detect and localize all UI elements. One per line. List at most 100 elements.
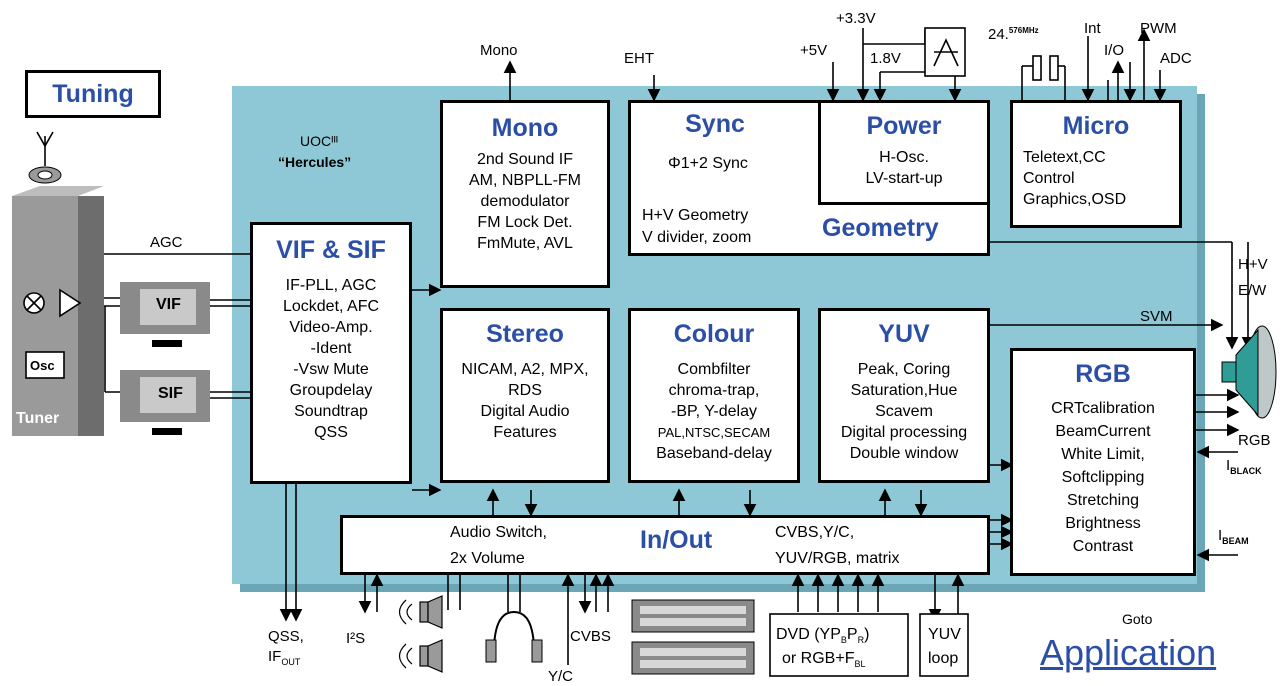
inout-block xyxy=(340,515,990,575)
mono-line: AM, NBPLL-FM xyxy=(468,172,581,189)
mono-line: demodulator xyxy=(480,193,570,210)
yuv-line: Scavem xyxy=(875,403,933,420)
scart-connectors-icon xyxy=(631,599,755,675)
supply-5v-label: +5V xyxy=(800,42,828,59)
vif-sif-line: Groupdelay xyxy=(289,382,373,399)
colour-line: Baseband-delay xyxy=(656,445,772,462)
sif-filter-chip xyxy=(120,370,210,435)
iblack-symbol: I xyxy=(1226,457,1231,474)
vif-sif-line: Video-Amp. xyxy=(289,319,373,336)
vif-sif-line: QSS xyxy=(314,424,348,441)
ibeam-subscript: BEAM xyxy=(1222,536,1249,546)
vif-sif-line: Soundtrap xyxy=(294,403,368,420)
rgb-line: BeamCurrent xyxy=(1055,423,1151,440)
dvd-p-text: P xyxy=(846,626,858,643)
goto-label: Goto xyxy=(1122,611,1153,627)
power-block: Power H-Osc. LV-start-up xyxy=(818,100,990,205)
dvd-sub-r: R xyxy=(857,635,865,646)
colour-block: Colour Combfilter chroma-trap, -BP, Y-de… xyxy=(628,308,800,483)
rgb-line: Brightness xyxy=(1065,515,1141,532)
power-line: H-Osc. xyxy=(879,149,929,166)
ew-label: E/W xyxy=(1238,282,1267,299)
sync-line: V divider, zoom xyxy=(642,229,752,246)
colour-line: PAL,NTSC,SECAM xyxy=(657,425,771,440)
crystal-freq-unit: 576MHz xyxy=(1008,26,1039,35)
sync-line: H+V Geometry xyxy=(642,207,749,224)
vif-filter-chip xyxy=(120,282,210,347)
geometry-title: Geometry xyxy=(822,214,939,242)
supply-3v3-label: +3.3V xyxy=(836,10,876,27)
micro-line: Teletext,CC xyxy=(1023,149,1106,166)
agc-label: AGC xyxy=(150,234,183,251)
cvbs-label: CVBS xyxy=(570,628,611,645)
inout-video-line: YUV/RGB, matrix xyxy=(775,550,900,567)
ibeam-label: IBEAM xyxy=(1218,527,1249,550)
inout-audio-line: 2x Volume xyxy=(450,550,525,567)
yuv-line: Digital processing xyxy=(840,424,968,441)
chip-nickname: “Hercules” xyxy=(278,154,352,170)
rgb-output-label: RGB xyxy=(1238,432,1271,449)
qss-label: QSS, xyxy=(268,628,304,645)
tuning-button[interactable]: Tuning xyxy=(25,70,161,118)
power-line: LV-start-up xyxy=(865,170,943,187)
micro-line: Graphics,OSD xyxy=(1023,191,1127,208)
adc-label: ADC xyxy=(1160,50,1192,67)
mono-block: Mono 2nd Sound IF AM, NBPLL-FM demodulat… xyxy=(440,100,610,288)
yuv-title: YUV xyxy=(878,320,930,348)
vif-sif-block: VIF & SIF IF-PLL, AGC Lockdet, AFC Video… xyxy=(250,222,412,484)
yuv-loop-line: loop xyxy=(928,650,959,667)
io-label: I/O xyxy=(1104,42,1125,59)
vif-sif-line: -Vsw Mute xyxy=(293,361,369,378)
mono-line: FmMute, AVL xyxy=(477,235,573,252)
stereo-line: NICAM, A2, MPX, xyxy=(461,361,589,378)
tuning-button-label: Tuning xyxy=(52,79,134,108)
svm-label: SVM xyxy=(1140,308,1173,325)
colour-line: -BP, Y-delay xyxy=(671,403,757,420)
mono-title: Mono xyxy=(491,114,559,142)
stereo-line: Features xyxy=(493,424,557,441)
dvd-sub-b: B xyxy=(840,635,847,646)
ibeam-symbol: I xyxy=(1218,527,1223,544)
vif-sif-line: -Ident xyxy=(310,340,352,357)
int-label: Int xyxy=(1084,20,1101,37)
rgb-line: Stretching xyxy=(1066,492,1140,509)
osc-label: Osc xyxy=(30,358,55,373)
iblack-subscript: BLACK xyxy=(1230,466,1262,476)
if-out-label: IFOUT xyxy=(268,648,300,671)
yuv-line: Double window xyxy=(849,445,959,462)
stereo-line: RDS xyxy=(508,382,542,399)
micro-block: Micro Teletext,CC Control Graphics,OSD xyxy=(1010,100,1182,228)
application-link[interactable]: Application xyxy=(1040,632,1217,673)
rgb-title: RGB xyxy=(1075,360,1131,388)
vif-filter-label: VIF xyxy=(156,296,181,313)
colour-line: chroma-trap, xyxy=(668,382,760,399)
if-out-symbol: IF xyxy=(268,648,282,665)
crystal-icon xyxy=(1032,55,1059,81)
mono-line: FM Lock Det. xyxy=(477,214,573,231)
mono-line: 2nd Sound IF xyxy=(476,151,574,168)
yuv-loop-box xyxy=(919,613,969,677)
if-out-subscript: OUT xyxy=(281,657,301,667)
sync-title: Sync xyxy=(685,110,745,138)
dvd-line-2-text: or RGB+F xyxy=(782,650,855,667)
dvd-line-1-text: DVD (YP xyxy=(776,626,841,643)
speaker-icons xyxy=(398,595,443,673)
micro-title: Micro xyxy=(1062,112,1130,140)
vif-sif-title: VIF & SIF xyxy=(276,236,386,264)
rgb-block: RGB CRTcalibration BeamCurrent White Lim… xyxy=(1010,348,1196,576)
rgb-line: Contrast xyxy=(1072,538,1134,555)
stereo-title: Stereo xyxy=(486,320,564,348)
stereo-block: Stereo NICAM, A2, MPX, RDS Digital Audio… xyxy=(440,308,610,483)
yuv-block: YUV Peak, Coring Saturation,Hue Scavem D… xyxy=(818,308,990,483)
inout-title: In/Out xyxy=(640,526,713,554)
colour-title: Colour xyxy=(673,320,755,348)
yuv-line: Peak, Coring xyxy=(857,361,951,378)
rgb-line: White Limit, xyxy=(1061,446,1145,463)
sync-line: Φ1+2 Sync xyxy=(668,155,748,172)
crystal-freq-label: 24.576MHz xyxy=(988,22,1039,44)
inout-audio-line: Audio Switch, xyxy=(450,524,547,541)
chip-name: UOCᴵᴵᴵ xyxy=(300,133,339,149)
yuv-line: Saturation,Hue xyxy=(850,382,958,399)
stereo-line: Digital Audio xyxy=(480,403,570,420)
